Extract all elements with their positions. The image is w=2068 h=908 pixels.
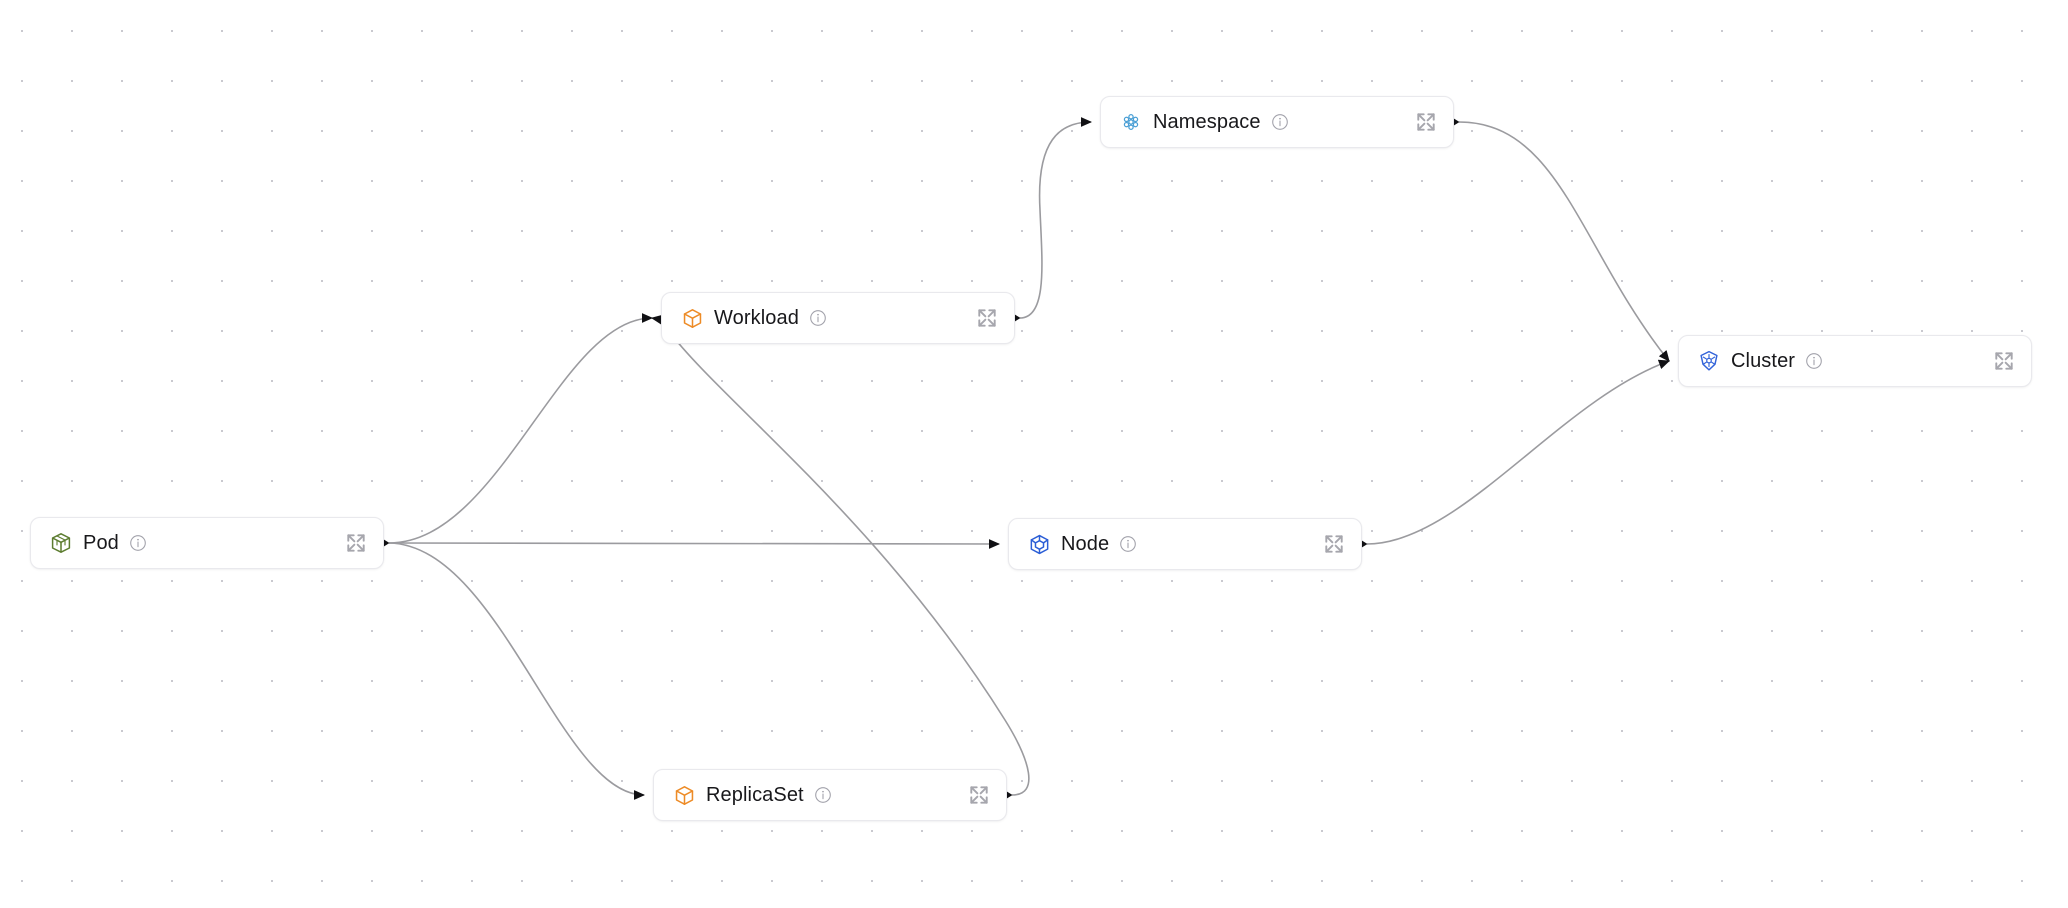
pod-icon: [49, 531, 73, 555]
namespace-icon: [1119, 110, 1143, 134]
node-label: Workload: [714, 307, 799, 329]
expand-icon[interactable]: [966, 782, 992, 808]
graph-node-node[interactable]: Node: [1008, 518, 1362, 570]
graph-node-replicaset[interactable]: ReplicaSet: [653, 769, 1007, 821]
graph-edge-pod-node: [388, 539, 1001, 549]
expand-icon[interactable]: [974, 305, 1000, 331]
node-label: Namespace: [1153, 111, 1261, 133]
graph-edge-namespace-cluster: [1458, 121, 1670, 362]
info-icon[interactable]: [813, 785, 833, 805]
info-icon[interactable]: [1118, 534, 1138, 554]
graph-node-pod[interactable]: Pod: [30, 517, 384, 569]
node-label: Node: [1061, 533, 1110, 555]
replicaset-cube-icon: [672, 783, 696, 807]
expand-icon[interactable]: [1321, 531, 1347, 557]
expand-icon[interactable]: [1413, 109, 1439, 135]
info-icon[interactable]: [1270, 112, 1290, 132]
workload-cube-icon: [680, 306, 704, 330]
kubernetes-cluster-icon: [1697, 349, 1721, 373]
graph-node-cluster[interactable]: Cluster: [1678, 335, 2032, 387]
graph-edge-pod-workload: [388, 313, 654, 544]
graph-node-namespace[interactable]: Namespace: [1100, 96, 1454, 148]
node-cube-icon: [1027, 532, 1051, 556]
graph-node-workload[interactable]: Workload: [661, 292, 1015, 344]
graph-edge-pod-replicaset: [388, 542, 646, 800]
expand-icon[interactable]: [343, 530, 369, 556]
node-label: ReplicaSet: [706, 784, 804, 806]
graph-edge-workload-namespace: [1019, 117, 1093, 319]
expand-icon[interactable]: [1991, 348, 2017, 374]
graph-edge-node-cluster: [1366, 359, 1671, 545]
info-icon[interactable]: [808, 308, 828, 328]
node-label: Cluster: [1731, 350, 1796, 372]
info-icon[interactable]: [128, 533, 148, 553]
info-icon[interactable]: [1804, 351, 1824, 371]
node-label: Pod: [83, 532, 119, 554]
graph-edge-replicaset-workload: [650, 314, 1030, 796]
